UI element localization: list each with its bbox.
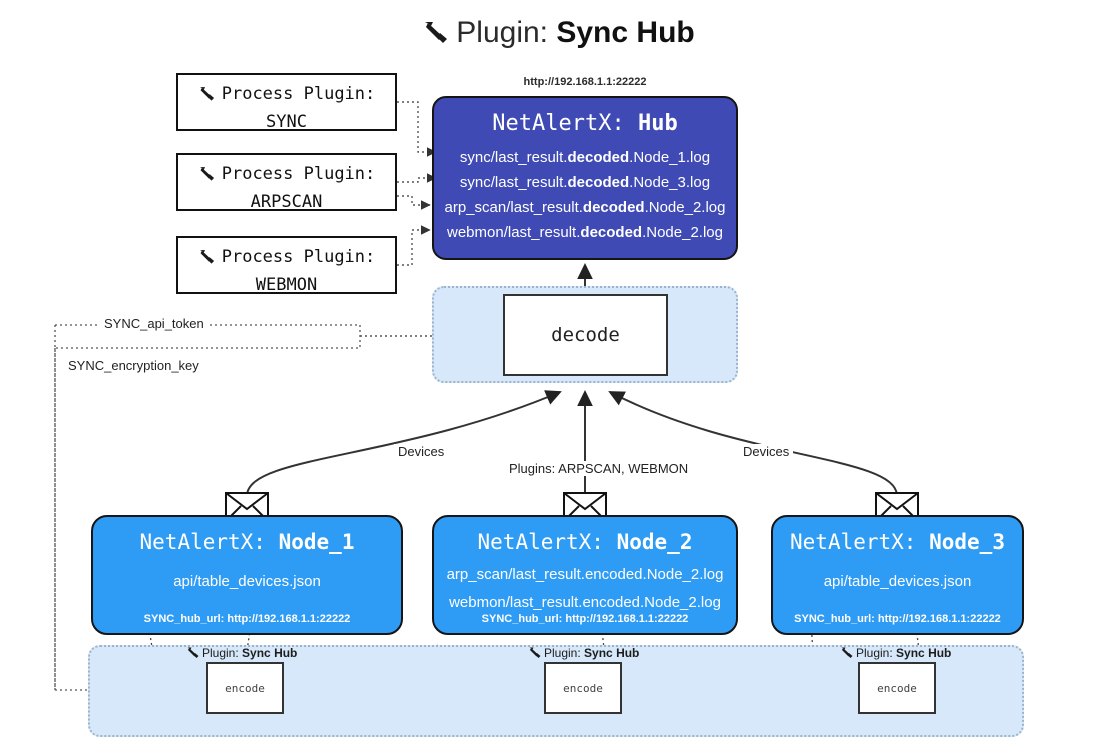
process-plugin-label: Process Plugin: <box>178 162 395 190</box>
edge-label-plugins-center: Plugins: ARPSCAN, WEBMON <box>505 461 693 476</box>
hub-name: Hub <box>637 111 678 136</box>
hub-log-line: arp_scan/last_result.decoded.Node_2.log <box>444 199 726 216</box>
node-app-name: NetAlertX: <box>477 530 604 554</box>
process-plugin-name: ARPSCAN <box>250 192 323 212</box>
plug-icon <box>840 646 854 662</box>
encode-plugin-name: Sync Hub <box>584 646 640 660</box>
process-plugin-box-sync[interactable]: Process Plugin: SYNC <box>176 73 397 132</box>
encode-plugin-name: Sync Hub <box>242 646 298 660</box>
process-plugin-title: Process Plugin: <box>221 84 376 104</box>
hub-title: NetAlertX: Hub <box>434 111 736 136</box>
node-hub-url: SYNC_hub_url: http://192.168.1.1:22222 <box>794 613 1001 625</box>
hub-app-name: NetAlertX: <box>492 111 625 136</box>
node-name: Node_3 <box>929 530 1005 554</box>
encode-plugin-prefix: Plugin: <box>202 646 239 660</box>
plug-icon <box>198 165 216 190</box>
encode-plugin-prefix: Plugin: <box>856 646 893 660</box>
node-line: webmon/last_result.encoded.Node_2.log <box>449 594 721 611</box>
encode-plugin-name: Sync Hub <box>896 646 952 660</box>
node-hub-url: SYNC_hub_url: http://192.168.1.1:22222 <box>143 613 351 625</box>
hub-log-line: sync/last_result.decoded.Node_3.log <box>459 174 711 191</box>
plug-icon <box>186 646 200 662</box>
node-title: NetAlertX: Node_2 <box>434 530 736 554</box>
node-hub-url: SYNC_hub_url: http://192.168.1.1:22222 <box>481 613 689 625</box>
encode-box[interactable]: encode <box>858 662 936 714</box>
process-plugin-label: Process Plugin: <box>178 245 395 273</box>
page-title: Plugin: Sync Hub <box>0 16 1117 53</box>
hub-log-line: sync/last_result.decoded.Node_1.log <box>459 149 711 166</box>
title-prefix: Plugin: <box>456 16 549 49</box>
plug-icon <box>422 19 450 53</box>
encode-plugin-label: Plugin: Sync Hub <box>528 646 639 662</box>
process-plugin-title: Process Plugin: <box>221 164 376 184</box>
encode-plugin-label: Plugin: Sync Hub <box>840 646 951 662</box>
edge-label-devices-left: Devices <box>394 444 449 459</box>
process-plugin-box-arpscan[interactable]: Process Plugin: ARPSCAN <box>176 153 397 212</box>
hub-log-list: sync/last_result.decoded.Node_1.log sync… <box>434 145 736 245</box>
process-plugin-name: SYNC <box>266 112 307 132</box>
node-app-name: NetAlertX: <box>139 530 266 554</box>
node-line: api/table_devices.json <box>823 573 972 590</box>
edge-label-devices-right: Devices <box>739 444 794 459</box>
node-box-node-3[interactable]: NetAlertX: Node_3 api/table_devices.json… <box>771 515 1024 635</box>
hub-url-label: http://192.168.1.1:22222 <box>523 76 647 88</box>
process-plugin-title: Process Plugin: <box>221 247 376 267</box>
setting-label-encryption-key: SYNC_encryption_key <box>64 358 203 373</box>
node-line: arp_scan/last_result.encoded.Node_2.log <box>446 566 724 583</box>
node-box-node-2[interactable]: NetAlertX: Node_2 arp_scan/last_result.e… <box>432 515 738 635</box>
node-app-name: NetAlertX: <box>790 530 917 554</box>
node-name: Node_1 <box>278 530 355 554</box>
node-line: api/table_devices.json <box>173 573 321 590</box>
hub-node[interactable]: NetAlertX: Hub sync/last_result.decoded.… <box>432 96 738 260</box>
title-name: Sync Hub <box>556 16 695 49</box>
decode-box[interactable]: decode <box>503 294 668 376</box>
node-title: NetAlertX: Node_1 <box>93 530 401 554</box>
process-plugin-label: Process Plugin: <box>178 82 395 110</box>
hub-log-line: webmon/last_result.decoded.Node_2.log <box>447 224 723 241</box>
setting-label-api-token: SYNC_api_token <box>100 316 208 331</box>
plug-icon <box>528 646 542 662</box>
node-box-node-1[interactable]: NetAlertX: Node_1 api/table_devices.json… <box>91 515 403 635</box>
encode-plugin-prefix: Plugin: <box>544 646 581 660</box>
plug-icon <box>198 85 216 110</box>
plug-icon <box>198 248 216 273</box>
encode-plugin-label: Plugin: Sync Hub <box>186 646 297 662</box>
encode-box[interactable]: encode <box>544 662 622 714</box>
encode-box[interactable]: encode <box>206 662 284 714</box>
process-plugin-name: WEBMON <box>255 275 318 295</box>
node-name: Node_2 <box>616 530 693 554</box>
node-title: NetAlertX: Node_3 <box>773 530 1022 554</box>
process-plugin-box-webmon[interactable]: Process Plugin: WEBMON <box>176 236 397 295</box>
